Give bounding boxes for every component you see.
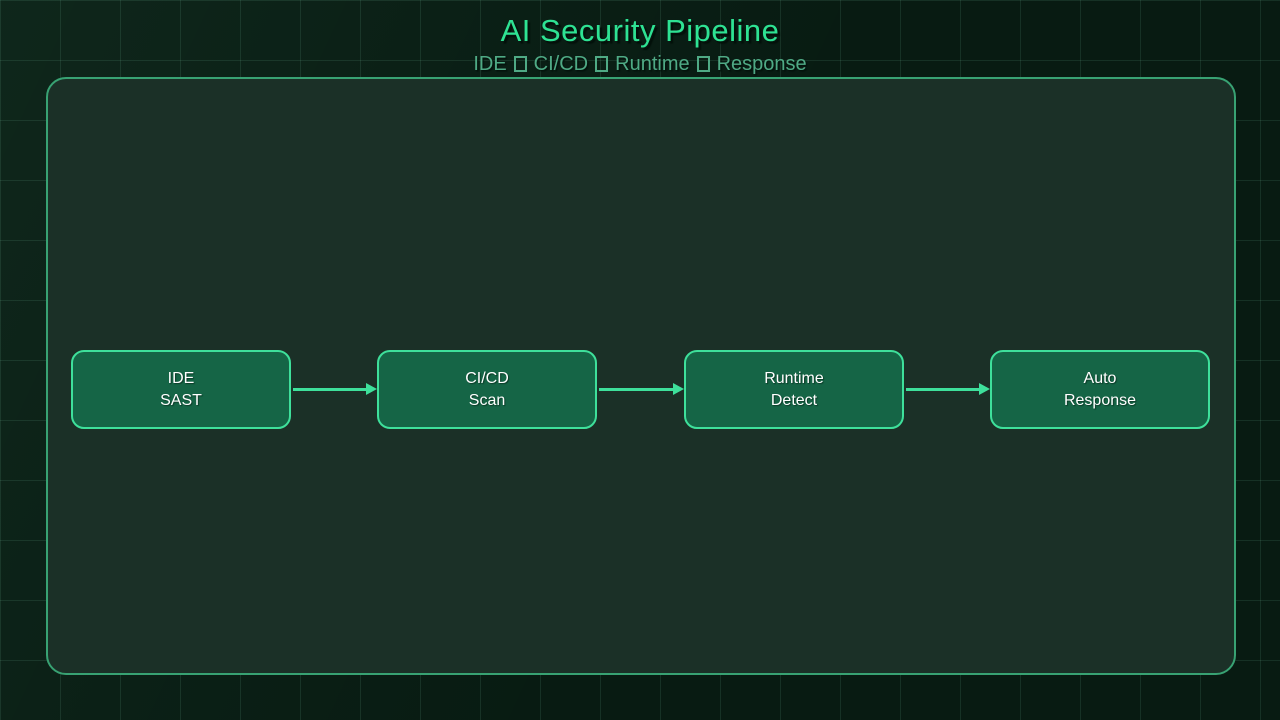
pipeline-node-ide-sast: IDE SAST <box>71 350 291 429</box>
node-label-line1: CI/CD <box>465 369 509 387</box>
subtitle: IDE CI/CD Runtime Response <box>0 53 1280 76</box>
page-title: AI Security Pipeline <box>500 13 780 48</box>
node-label-line1: Runtime <box>764 369 824 387</box>
connector-arrow-icon <box>293 383 377 395</box>
subtitle-segment-response: Response <box>716 53 807 75</box>
missing-glyph-box-icon <box>696 56 710 72</box>
subtitle-segment-cicd: CI/CD <box>533 53 589 75</box>
missing-glyph-box-icon <box>595 56 609 72</box>
missing-glyph-box-icon <box>513 56 527 72</box>
node-label-line2: Scan <box>468 391 506 409</box>
node-label-line1: IDE <box>167 369 195 387</box>
connector-arrow-icon <box>906 383 990 395</box>
subtitle-segment-ide: IDE <box>473 53 507 75</box>
pipeline-node-runtime-detect: Runtime Detect <box>684 350 904 429</box>
connector-arrow-icon <box>599 383 684 395</box>
pipeline-node-cicd-scan: CI/CD Scan <box>377 350 597 429</box>
node-label-line2: SAST <box>160 391 202 409</box>
node-label-line2: Response <box>1063 391 1137 409</box>
pipeline-node-auto-response: Auto Response <box>990 350 1210 429</box>
subtitle-segment-runtime: Runtime <box>615 53 690 75</box>
node-label-line2: Detect <box>770 391 818 409</box>
node-label-line1: Auto <box>1083 369 1117 387</box>
